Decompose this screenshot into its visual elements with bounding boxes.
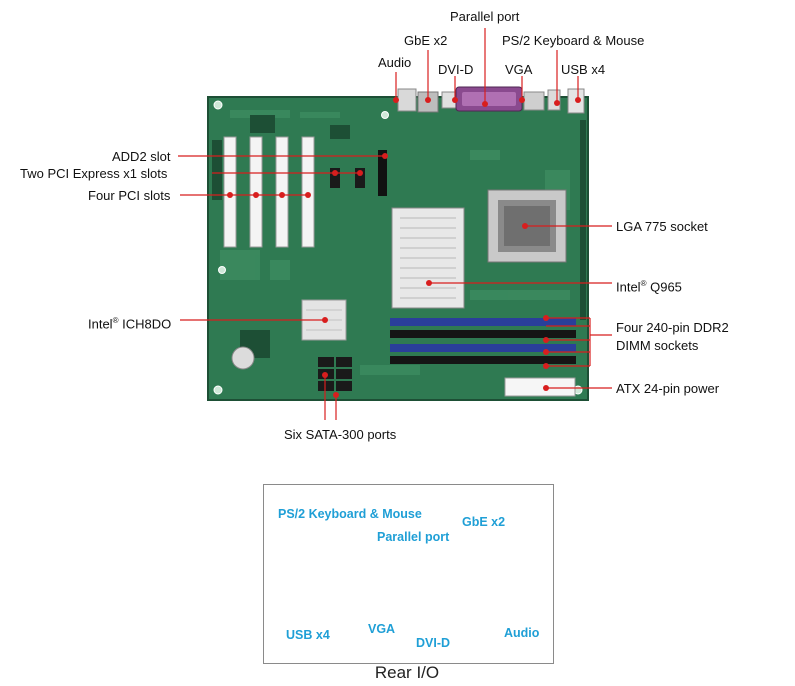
label-gbe: GbE x2 (404, 33, 448, 48)
label-usb: USB x4 (561, 62, 606, 77)
label-intel-ich8do: Intel® ICH8DO (88, 316, 172, 332)
label-add2-slot: ADD2 slot (112, 149, 171, 164)
rear-label-ps2: PS/2 Keyboard & Mouse (278, 507, 422, 521)
label-dvid: DVI-D (438, 62, 474, 77)
label-parallel-port: Parallel port (450, 9, 520, 24)
label-lga775: LGA 775 socket (616, 219, 708, 234)
label-atx-power: ATX 24-pin power (616, 381, 720, 396)
pcie-slots (330, 150, 387, 196)
northbridge-heatsink (391, 207, 465, 309)
rear-label-usb: USB x4 (286, 628, 330, 642)
dimm-slots (390, 318, 576, 364)
label-pci-slots: Four PCI slots (88, 188, 171, 203)
rear-label-vga: VGA (368, 622, 396, 636)
label-pcie-slots: Two PCI Express x1 slots (20, 166, 168, 181)
rear-io-frame (263, 484, 554, 664)
label-dimm-line1: Four 240-pin DDR2 (616, 320, 729, 335)
rear-label-parallel: Parallel port (377, 530, 450, 544)
cmos-battery (231, 346, 255, 370)
label-sata-ports: Six SATA-300 ports (284, 427, 397, 442)
callout-dots (227, 97, 581, 398)
label-dimm-line2: DIMM sockets (616, 338, 699, 353)
top-connectors (397, 86, 585, 114)
pci-slots (223, 136, 315, 248)
label-vga: VGA (505, 62, 533, 77)
atx-power-connector (504, 377, 576, 397)
rear-label-gbe: GbE x2 (462, 515, 506, 529)
rear-label-audio: Audio (504, 626, 540, 640)
rear-label-dvid: DVI-D (416, 636, 451, 650)
label-intel-q965: Intel® Q965 (616, 279, 682, 295)
label-audio: Audio (378, 55, 412, 70)
rear-io-caption: Rear I/O (374, 663, 440, 682)
label-ps2: PS/2 Keyboard & Mouse (502, 33, 645, 48)
